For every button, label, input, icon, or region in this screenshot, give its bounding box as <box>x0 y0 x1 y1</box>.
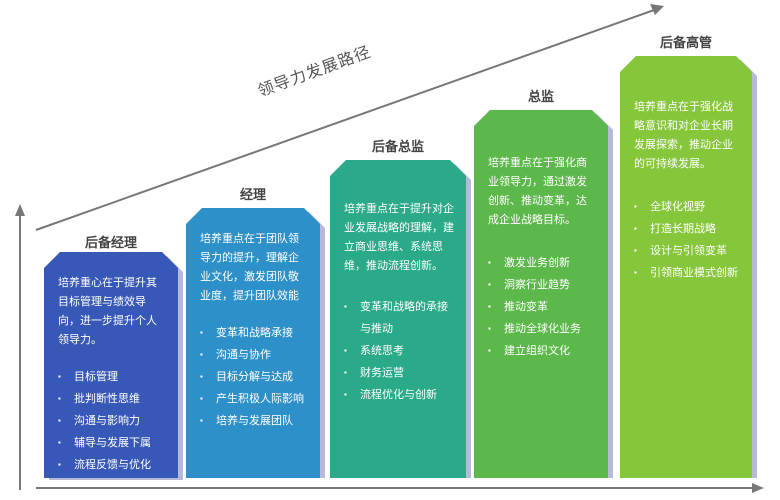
stage-title: 经理 <box>239 187 266 202</box>
list-item: 变革和战略的承接与推动 <box>344 296 454 340</box>
list-item: 财务运营 <box>344 362 454 384</box>
list-item: 变革和战略承接 <box>200 322 308 344</box>
list-item: 沟通与协作 <box>200 344 308 366</box>
list-item: 流程反馈与优化 <box>58 454 166 476</box>
stage-description: 培养重点在于团队领导力的提升，理解企业文化，激发团队敬业度，提升团队效能 <box>200 233 299 302</box>
list-item: 全球化视野 <box>634 196 740 218</box>
list-item: 洞察行业趋势 <box>488 274 596 296</box>
growth-arrow <box>35 9 655 231</box>
list-item: 流程优化与创新 <box>344 384 454 406</box>
list-item: 激发业务创新 <box>488 252 596 274</box>
list-item: 辅导与发展下属 <box>58 432 166 454</box>
pillar-reserve-director: 培养重点在于提升对企业发展战略的理解，建立商业思维、系统思维，推动流程创新。 变… <box>330 160 466 478</box>
list-item: 推动全球化业务 <box>488 318 596 340</box>
competency-list: 全球化视野 打造长期战略 设计与引领变革 引领商业模式创新 <box>634 196 740 284</box>
list-item: 沟通与影响力 <box>58 410 166 432</box>
pillar-director: 培养重点在于强化商业领导力，通过激发创新、推动变革，达成企业战略目标。 激发业务… <box>474 110 608 478</box>
list-item: 建立组织文化 <box>488 340 596 362</box>
list-item: 培养与发展团队 <box>200 410 308 432</box>
vertical-axis-arrowhead <box>15 204 25 216</box>
stage-reserve-executive: 后备高管 <box>620 28 752 52</box>
stage-reserve-director: 后备总监 <box>330 132 466 156</box>
stage-title: 总监 <box>527 89 554 104</box>
competency-list: 激发业务创新 洞察行业趋势 推动变革 推动全球化业务 建立组织文化 <box>488 252 596 362</box>
stage-title: 后备高管 <box>659 35 712 50</box>
stage-manager: 经理 <box>186 180 320 204</box>
list-item: 产生积极人际影响 <box>200 388 308 410</box>
list-item: 设计与引领变革 <box>634 240 740 262</box>
horizontal-axis-arrowhead <box>752 483 764 493</box>
list-item: 系统思考 <box>344 340 454 362</box>
list-item: 推动变革 <box>488 296 596 318</box>
stage-director: 总监 <box>474 82 608 106</box>
competency-list: 目标管理 批判断性思维 沟通与影响力 辅导与发展下属 流程反馈与优化 <box>58 366 166 476</box>
list-item: 打造长期战略 <box>634 218 740 240</box>
stage-description: 培养重点在于提升对企业发展战略的理解，建立商业思维、系统思维，推动流程创新。 <box>344 203 454 272</box>
competency-list: 变革和战略承接 沟通与协作 目标分解与达成 产生积极人际影响 培养与发展团队 <box>200 322 308 432</box>
growth-arrowhead <box>650 4 664 15</box>
stage-description: 培养重点在于强化商业领导力，通过激发创新、推动变革，达成企业战略目标。 <box>488 157 587 226</box>
stage-reserve-manager: 后备经理 <box>44 228 178 480</box>
competency-list: 变革和战略的承接与推动 系统思考 财务运营 流程优化与创新 <box>344 296 454 406</box>
list-item: 批判断性思维 <box>58 388 166 410</box>
list-item: 目标管理 <box>58 366 166 388</box>
pillar-manager: 培养重点在于团队领导力的提升，理解企业文化，激发团队敬业度，提升团队效能 变革和… <box>186 208 320 478</box>
stage-description: 培养重心在于提升其目标管理与绩效导向，进一步提升个人领导力。 <box>58 277 157 346</box>
stage-description: 培养重点在于强化战略意识和对企业长期发展探索，推动企业的可持续发展。 <box>634 101 733 170</box>
list-item: 目标分解与达成 <box>200 366 308 388</box>
stage-title: 后备经理 <box>84 235 137 250</box>
list-item: 引领商业模式创新 <box>634 262 740 284</box>
pillar-reserve-manager: 培养重心在于提升其目标管理与绩效导向，进一步提升个人领导力。 目标管理 批判断性… <box>44 252 178 478</box>
stage-title: 后备总监 <box>371 139 424 154</box>
pillar-reserve-executive: 培养重点在于强化战略意识和对企业长期发展探索，推动企业的可持续发展。 全球化视野… <box>620 56 752 478</box>
